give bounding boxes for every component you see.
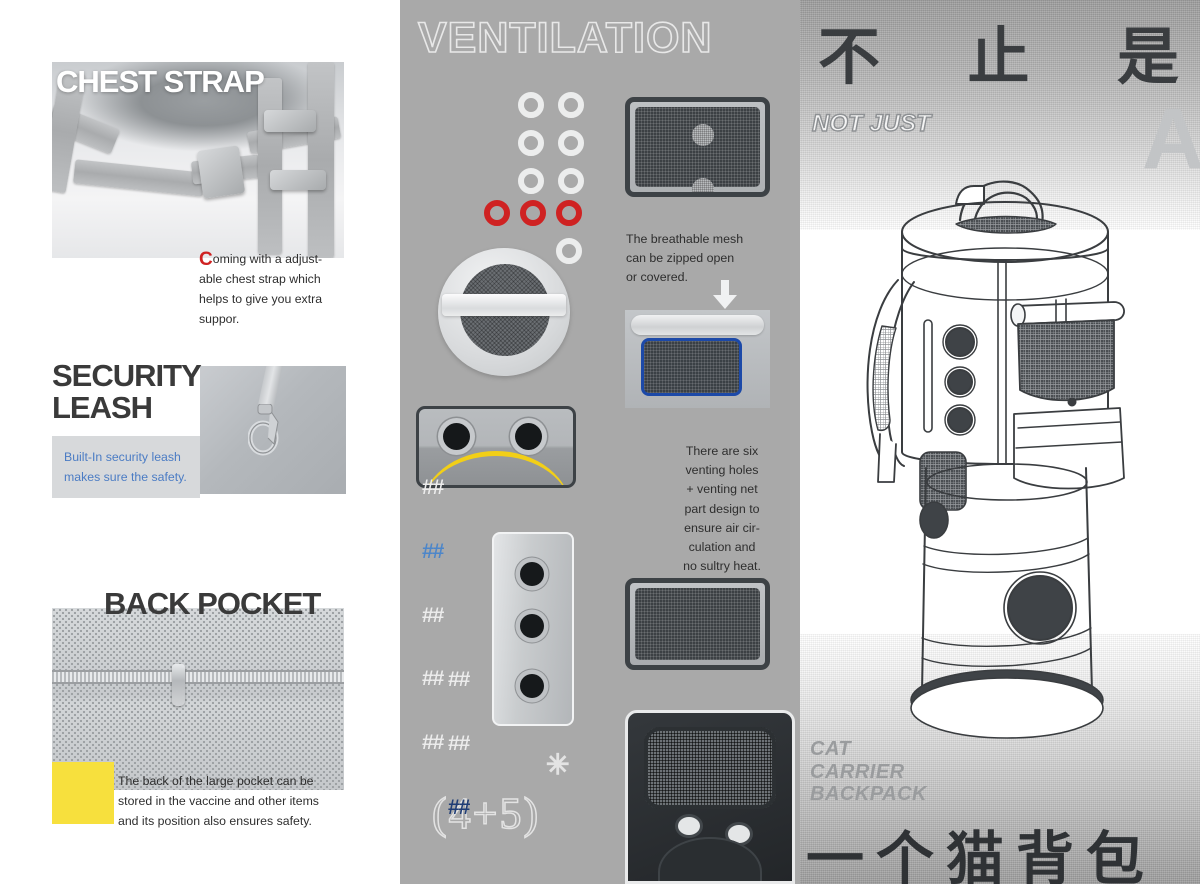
hash-row: ## [422, 731, 444, 755]
hash-row-accent: ## [448, 795, 470, 819]
vent-ring-accent-icon [556, 200, 582, 226]
vent-ring-icon [558, 92, 584, 118]
brand-name: CAT CARRIER BACKPACK [810, 738, 927, 806]
back-pocket-title: BACK POCKET [104, 586, 321, 621]
mesh-panel-photo [625, 97, 770, 197]
product-line-drawing [866, 180, 1125, 739]
big-letter-a: A [1142, 91, 1200, 187]
hash-marks-lower: ## ## ## [448, 632, 470, 855]
top-gradient-texture [800, 0, 1200, 230]
vent-ring-icon [518, 168, 544, 194]
hash-row: ## [422, 667, 444, 691]
chinese-headline-top: 不 止 是 [818, 24, 1200, 92]
hash-row: ## [422, 475, 444, 499]
leash-clip-icon [248, 404, 279, 456]
vent-ring-accent-icon [484, 200, 510, 226]
chest-strap-photo [52, 62, 344, 258]
vent-strip-photo [492, 532, 574, 726]
vent-ring-icon [558, 130, 584, 156]
hash-row-accent: ## [422, 539, 444, 563]
hash-row: ## [448, 667, 470, 691]
vent-ring-icon [556, 238, 582, 264]
zip-mesh-photo [625, 310, 770, 408]
hash-marks-upper: ## ## ## ## ## [422, 440, 444, 791]
formula-label: (4+5) [431, 788, 541, 839]
top-opening-photo [438, 248, 570, 376]
security-leash-photo [200, 366, 346, 494]
asterisk-icon: ✳ [545, 748, 570, 780]
vent-ring-icon [518, 130, 544, 156]
vent-ring-accent-icon [520, 200, 546, 226]
chest-strap-body: oming with a adjust- able chest strap wh… [199, 251, 323, 326]
hash-row: ## [422, 603, 444, 627]
chest-strap-title: CHEST STRAP [56, 64, 265, 99]
chest-strap-dropcap: C [199, 248, 213, 270]
vent-caption: There are six venting holes + venting ne… [683, 444, 761, 574]
not-just-label: NOT JUST [811, 109, 931, 137]
back-pocket-copy: The back of the large pocket can be stor… [118, 774, 319, 828]
black-back-panel-photo [625, 710, 795, 884]
vent-ring-icon [558, 168, 584, 194]
vent-ring-icon [518, 92, 544, 118]
chest-strap-copy: Coming with a adjust- able chest strap w… [199, 230, 351, 330]
back-pocket-photo [52, 608, 344, 790]
mesh-panel-photo-2 [625, 578, 770, 670]
security-leash-copy: Built-In security leash makes sure the s… [64, 450, 187, 484]
vent-holes-photo [416, 406, 576, 488]
mesh-caption: The breathable mesh can be zipped open o… [626, 232, 744, 285]
middle-panel: VENTILATION The breathable mesh can be z… [400, 0, 800, 884]
chinese-headline-bottom: 一个猫背包 [806, 827, 1157, 884]
yellow-accent-block [52, 762, 114, 824]
security-leash-title: SECURITY LEASH [52, 358, 202, 426]
hash-row: ## [448, 731, 470, 755]
left-panel: CHEST STRAP Coming with a adjust- able c… [0, 0, 400, 884]
arrow-down-icon [713, 280, 737, 309]
right-panel: 不 止 是 NOT JUST A [800, 0, 1200, 884]
security-leash-textbox [52, 436, 200, 498]
ventilation-title: VENTILATION [417, 13, 713, 63]
